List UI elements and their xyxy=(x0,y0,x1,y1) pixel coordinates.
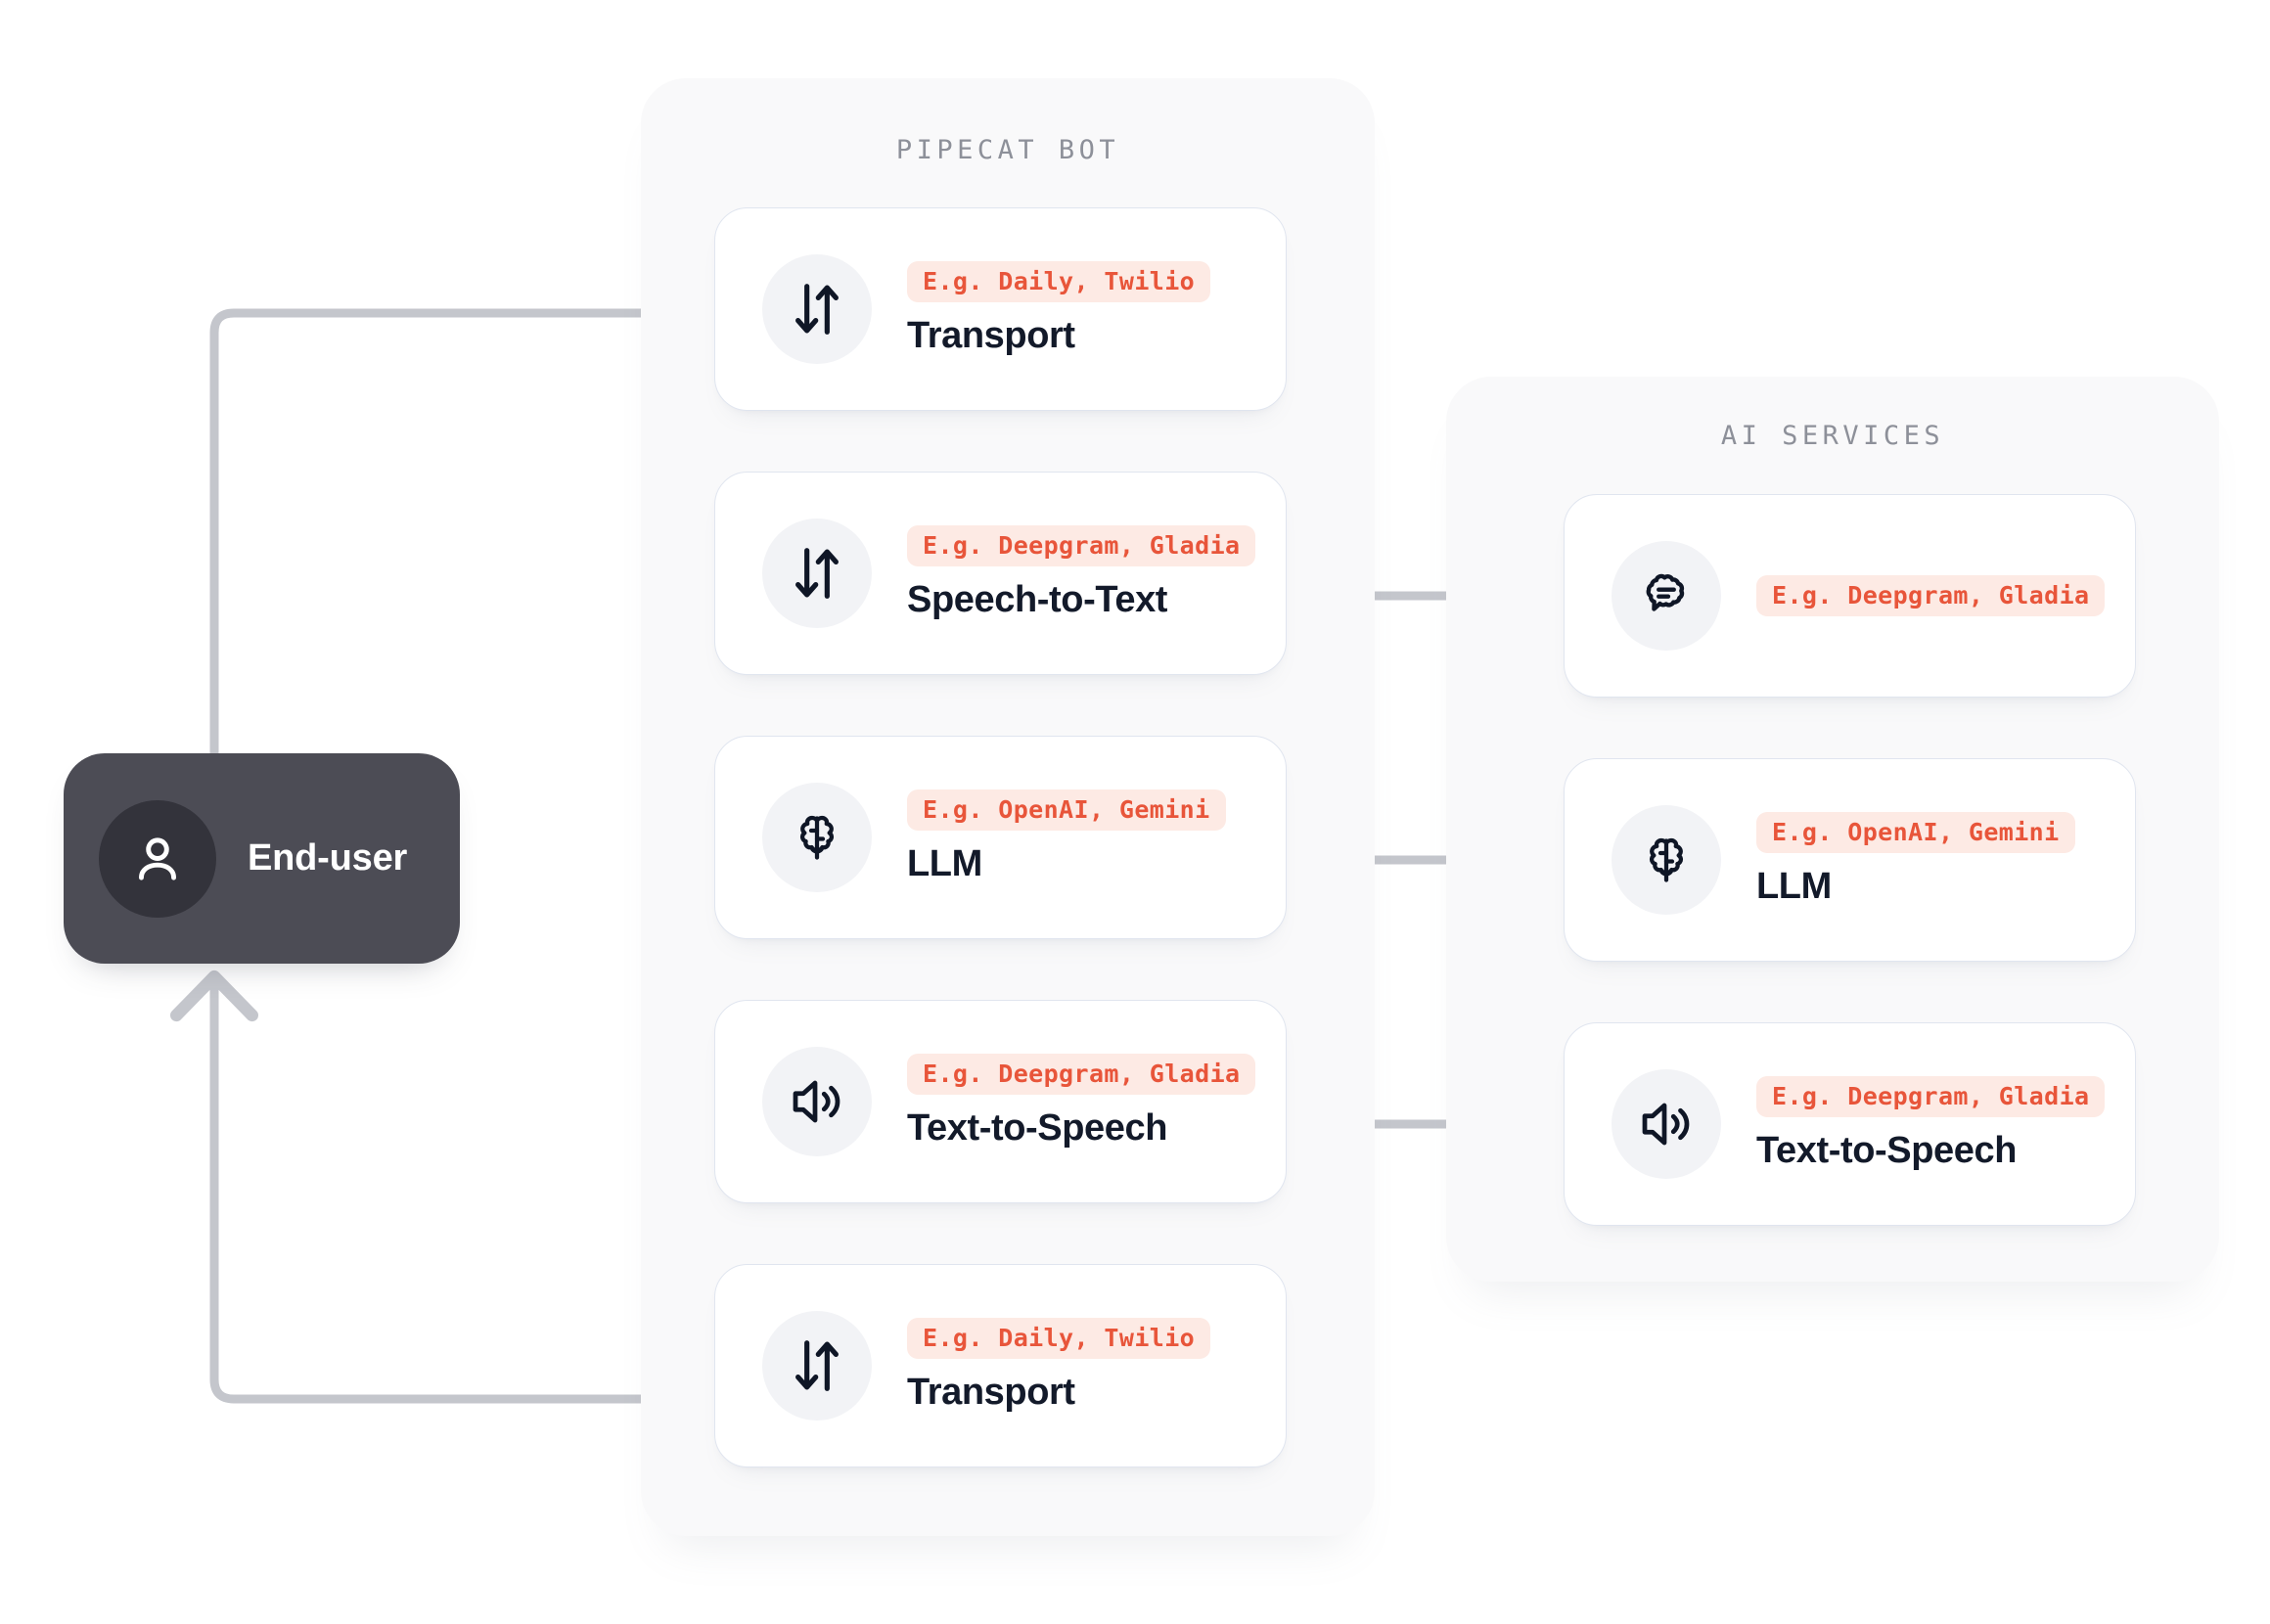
bot-card-transport-out[interactable]: E.g. Daily, Twilio Transport xyxy=(714,1264,1287,1467)
card-title: Speech-to-Text xyxy=(907,579,1168,621)
transfer-arrows-icon xyxy=(762,254,872,364)
service-card-llm[interactable]: E.g. OpenAI, Gemini LLM xyxy=(1564,758,2136,962)
card-title: Transport xyxy=(907,1372,1075,1414)
card-badge: E.g. Deepgram, Gladia xyxy=(1756,1076,2106,1118)
card-title: LLM xyxy=(907,843,982,885)
card-body: E.g. Daily, Twilio Transport xyxy=(907,1318,1211,1414)
service-card-text-to-speech[interactable]: E.g. Deepgram, Gladia Text-to-Speech xyxy=(1564,1022,2136,1226)
brain-icon xyxy=(762,783,872,892)
card-badge: E.g. OpenAI, Gemini xyxy=(1756,812,2075,854)
card-body: E.g. OpenAI, Gemini LLM xyxy=(907,789,1226,885)
card-title: LLM xyxy=(1756,866,1832,908)
transfer-arrows-icon xyxy=(762,1311,872,1421)
bot-card-llm[interactable]: E.g. OpenAI, Gemini LLM xyxy=(714,736,1287,939)
service-card-speech-to-text[interactable]: E.g. Deepgram, Gladia xyxy=(1564,494,2136,698)
card-body: E.g. Deepgram, Gladia Text-to-Speech xyxy=(1756,1076,2106,1172)
speaker-icon xyxy=(1612,1069,1721,1179)
card-title: Text-to-Speech xyxy=(1756,1130,2018,1172)
bot-card-text-to-speech[interactable]: E.g. Deepgram, Gladia Text-to-Speech xyxy=(714,1000,1287,1203)
card-body: E.g. Deepgram, Gladia Text-to-Speech xyxy=(907,1054,1256,1150)
brain-icon xyxy=(1612,805,1721,915)
wire-transport-out-to-enduser xyxy=(170,970,709,1404)
card-body: E.g. Deepgram, Gladia xyxy=(1756,575,2106,616)
card-title: Text-to-Speech xyxy=(907,1107,1168,1150)
ai-services-panel-title: AI SERVICES xyxy=(1720,421,1945,451)
card-title: Transport xyxy=(907,315,1075,357)
person-icon xyxy=(99,799,216,918)
end-user-label: End-user xyxy=(248,837,408,879)
transfer-arrows-icon xyxy=(762,519,872,628)
card-badge: E.g. Daily, Twilio xyxy=(907,261,1211,303)
wire-enduser-to-transport-in xyxy=(209,269,706,758)
card-badge: E.g. OpenAI, Gemini xyxy=(907,789,1226,832)
card-body: E.g. Deepgram, Gladia Speech-to-Text xyxy=(907,525,1256,621)
pipecat-bot-panel-title: PIPECAT BOT xyxy=(895,135,1120,165)
card-body: E.g. Daily, Twilio Transport xyxy=(907,261,1211,357)
card-badge: E.g. Deepgram, Gladia xyxy=(907,1054,1256,1096)
card-badge: E.g. Daily, Twilio xyxy=(907,1318,1211,1360)
speaker-icon xyxy=(762,1047,872,1156)
end-user-node[interactable]: End-user xyxy=(64,753,460,964)
card-body: E.g. OpenAI, Gemini LLM xyxy=(1756,812,2075,908)
bot-card-speech-to-text[interactable]: E.g. Deepgram, Gladia Speech-to-Text xyxy=(714,472,1287,675)
card-badge: E.g. Deepgram, Gladia xyxy=(1756,575,2106,616)
card-badge: E.g. Deepgram, Gladia xyxy=(907,525,1256,567)
speech-bubble-icon xyxy=(1612,541,1721,651)
bot-card-transport-in[interactable]: E.g. Daily, Twilio Transport xyxy=(714,207,1287,411)
